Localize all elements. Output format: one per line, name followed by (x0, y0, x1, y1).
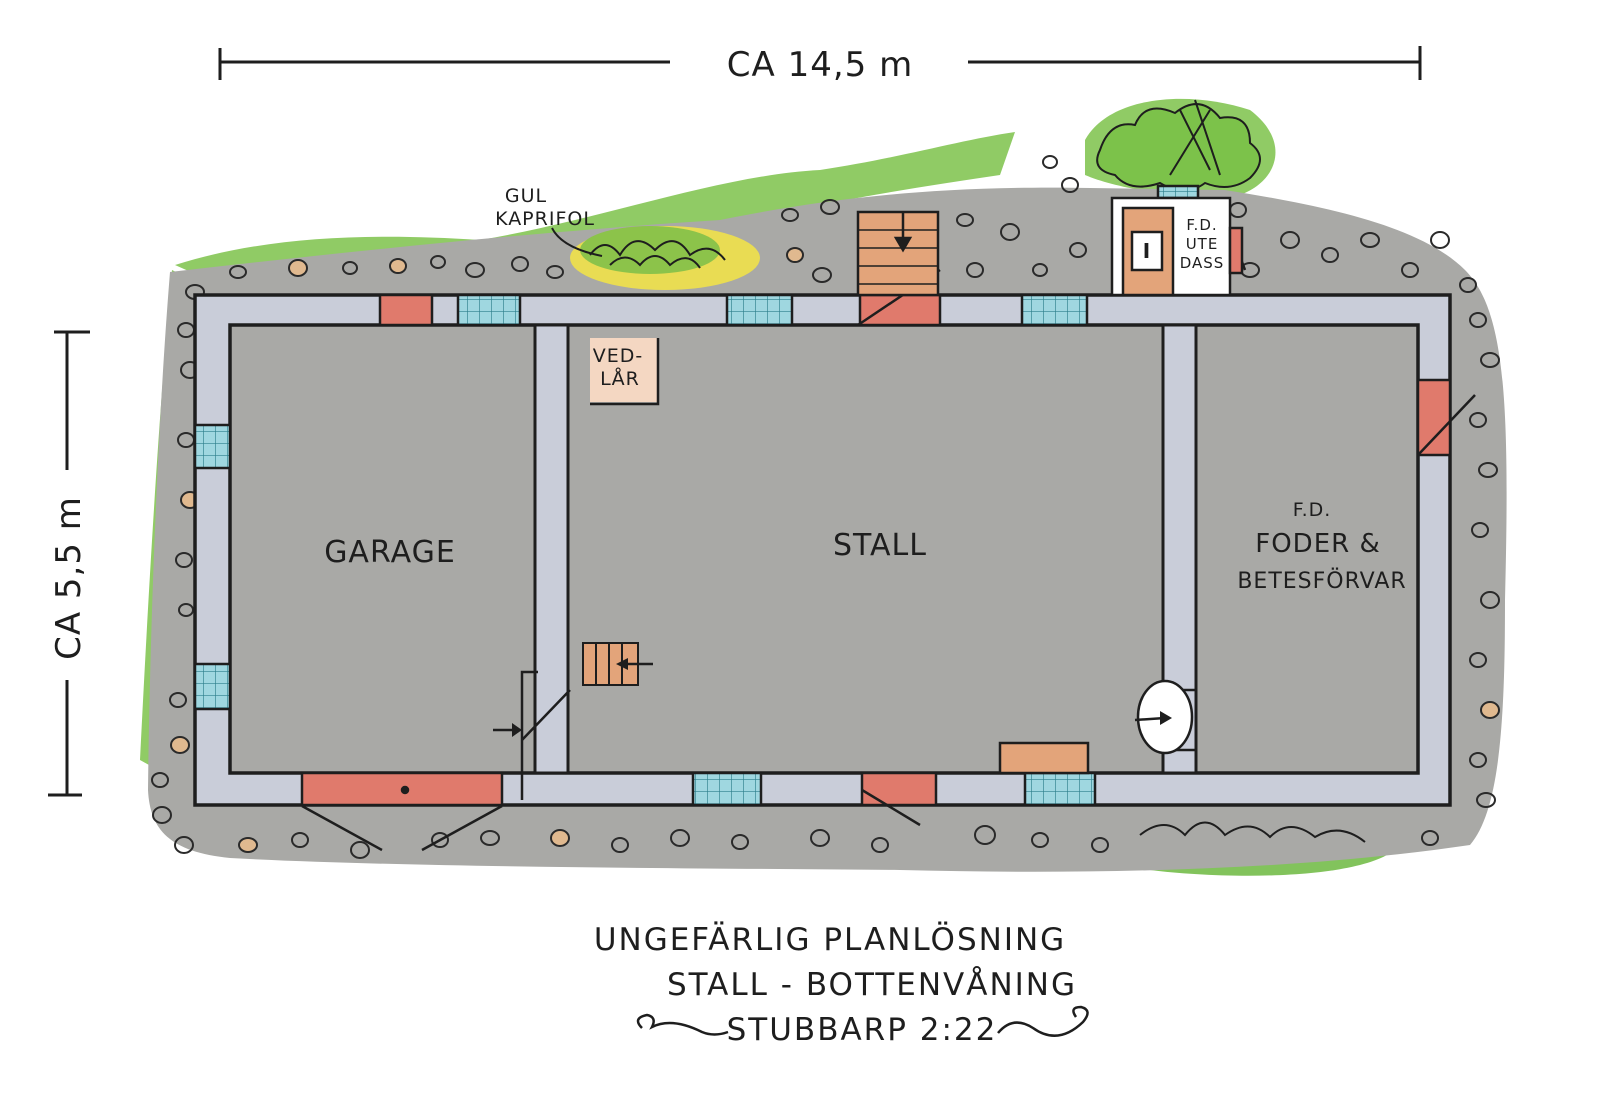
room-label-feed-line3: BETESFÖRVAR (1237, 568, 1406, 594)
outhouse-label-line2: UTE (1186, 235, 1219, 253)
wall-garage-stall (533, 323, 570, 775)
window-top-1 (456, 293, 522, 327)
title-line1: UNGEFÄRLIG PLANLÖSNING (594, 921, 1066, 958)
windows (193, 184, 1200, 807)
outhouse-shrub (1096, 99, 1261, 192)
depth-dimension-label: CA 5,5 m (49, 496, 89, 660)
stair-outside (856, 210, 940, 297)
honeysuckle-shrub (570, 226, 760, 290)
kaprifol-leader (551, 227, 603, 257)
title-flourish (636, 1005, 1089, 1037)
woodbox (590, 338, 660, 406)
door-top-stall (858, 293, 942, 327)
room-label-stall: STALL (833, 528, 927, 563)
hay-drop-hatch (1134, 679, 1194, 755)
door-top-garage (378, 293, 434, 327)
outhouse (1110, 196, 1247, 297)
window-top-2 (725, 293, 794, 327)
outhouse-door-mark: I (1143, 239, 1151, 263)
width-dimension-label: CA 14,5 m (727, 45, 913, 85)
doors (300, 268, 1476, 852)
title-line2: STALL - BOTTENVÅNING (667, 967, 1077, 1003)
door-right-feed (1416, 378, 1452, 457)
door-bottom-stall (860, 771, 938, 807)
woodbox-label-line1: VED- (593, 345, 644, 367)
dimension-width (218, 46, 1422, 80)
window-left-2 (193, 662, 232, 711)
window-left-1 (193, 423, 232, 470)
woodbox-bottom (998, 741, 1090, 775)
room-label-garage: GARAGE (324, 535, 456, 570)
window-outhouse (1156, 184, 1200, 200)
room-label-feed-line2: FODER & (1255, 529, 1380, 559)
title-line3: STUBBARP 2:22 (727, 1012, 998, 1048)
grass-patch (1139, 821, 1366, 843)
woodbox-label-line2: LÅR (600, 367, 640, 390)
window-top-3 (1020, 293, 1089, 327)
plant-label-line2: KAPRIFOL (495, 208, 595, 230)
room-label-feed-line1: F.D. (1293, 499, 1332, 521)
window-bottom-2 (1023, 771, 1097, 807)
outhouse-label-line3: DASS (1180, 254, 1225, 272)
dimension-depth (48, 330, 90, 797)
arrow-garage-door (493, 723, 522, 737)
plant-label-line1: GUL (505, 185, 547, 207)
window-bottom-1 (691, 771, 763, 807)
arrow-stair-inside (616, 658, 628, 670)
outhouse-label-line1: F.D. (1186, 216, 1217, 234)
